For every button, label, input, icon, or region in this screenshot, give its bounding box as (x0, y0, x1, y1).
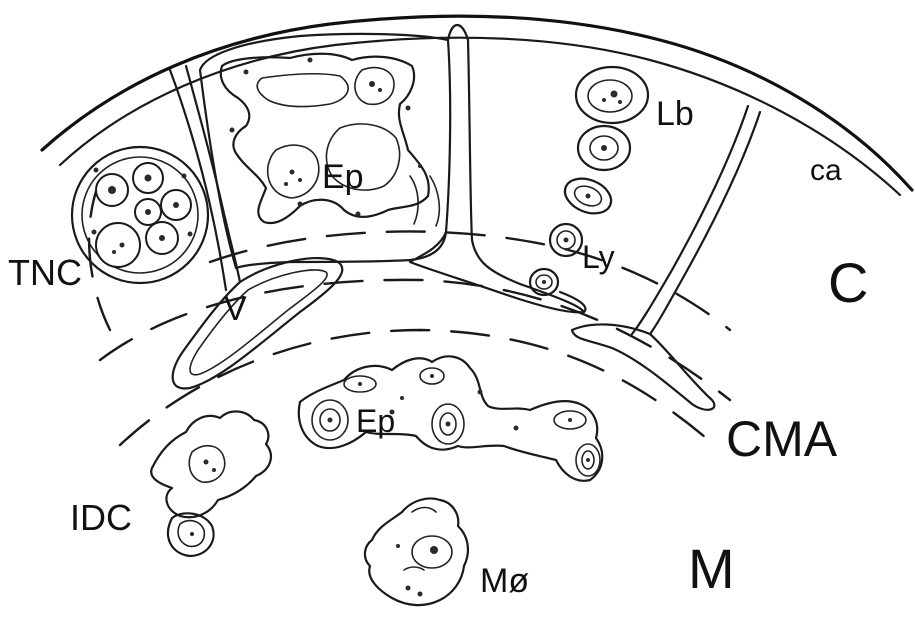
cortical-lymphocytes (530, 126, 630, 295)
label-lb: Lb (656, 95, 694, 133)
central-trabecula-foot (410, 232, 585, 312)
label-ep-upper: Ep (322, 158, 364, 196)
label-macrophage: Mø (480, 562, 529, 600)
label-c: C (828, 251, 868, 314)
capsule-outer-line (42, 16, 912, 190)
lymphoblast (576, 67, 648, 123)
vessel-lumen (190, 270, 327, 375)
label-idc: IDC (70, 497, 132, 538)
label-m: M (688, 537, 735, 600)
label-tnc: TNC (8, 252, 82, 293)
dashed-boundary-lower (120, 330, 720, 450)
right-trabecula-inner (650, 112, 760, 334)
label-cma: CMA (726, 411, 838, 467)
label-ly: Ly (582, 239, 615, 275)
macrophage (365, 499, 468, 606)
interdigitating-cell (151, 411, 271, 556)
label-ep-lower: Ep (356, 403, 395, 439)
vessel (173, 258, 343, 388)
dashed-boundary-upper (210, 231, 730, 330)
central-trabecula-stem (448, 25, 584, 312)
label-v: V (224, 290, 247, 328)
epithelial-network-upper (221, 54, 440, 226)
epithelial-network-lower (299, 356, 602, 480)
dashed-boundary-middle (100, 280, 730, 400)
label-ca: ca (810, 154, 842, 187)
right-trabecula (632, 106, 748, 334)
thymic-nurse-cell (72, 147, 208, 283)
